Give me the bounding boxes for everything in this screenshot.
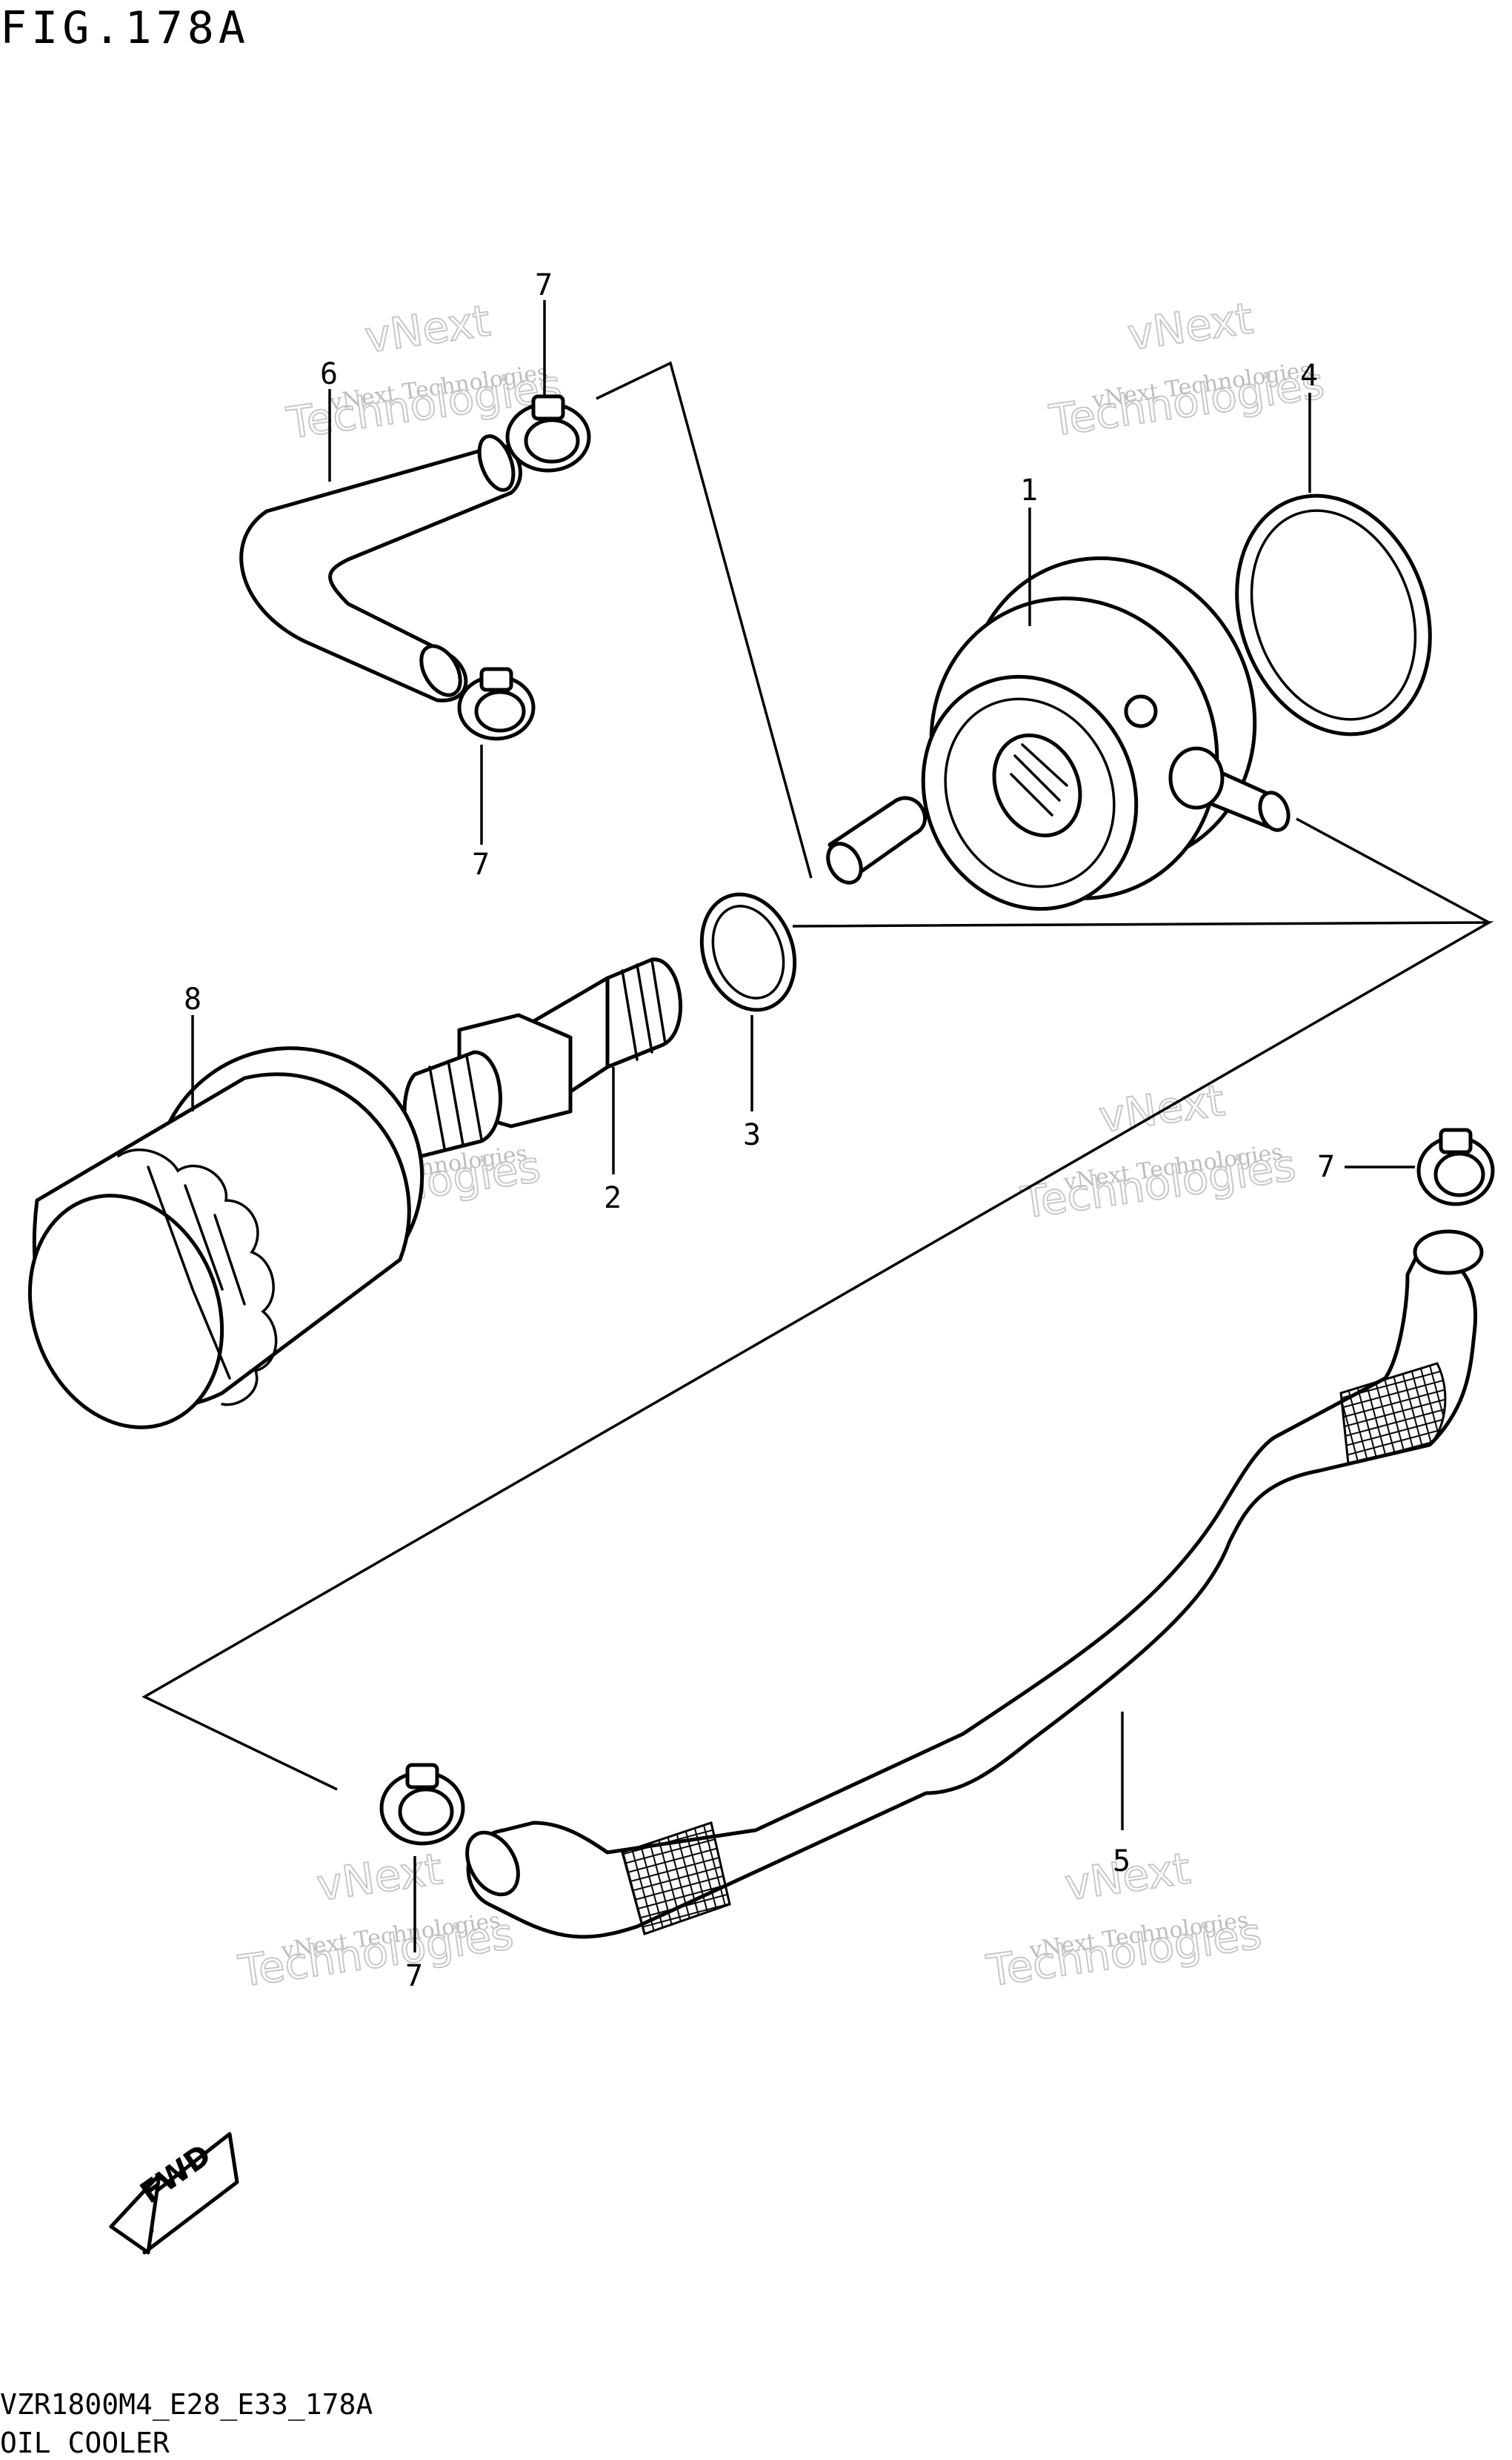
callout-part-7-right: 7 <box>1317 1150 1335 1184</box>
section-name: OIL COOLER <box>0 2427 170 2459</box>
hose-clamp-right <box>1416 1128 1495 1206</box>
callout-part-7-bottom: 7 <box>405 1959 423 1993</box>
callout-part-7-top: 7 <box>535 268 553 302</box>
callout-part-6: 6 <box>320 357 338 391</box>
o-ring-large <box>1235 493 1432 737</box>
oil-cooler <box>826 556 1290 911</box>
callout-part-8: 8 <box>184 983 202 1017</box>
callout-part-7-left: 7 <box>472 848 490 882</box>
figure-title: FIG.178A <box>0 2 250 54</box>
svg-text:Technologies: Technologies <box>236 1908 516 1996</box>
svg-text:vNext: vNext <box>362 296 493 363</box>
leader-lines <box>191 300 1415 1952</box>
assembly-lines <box>141 361 1494 1791</box>
lower-hose <box>465 1229 1484 1939</box>
hose-clamp-left <box>457 667 536 741</box>
callout-part-4: 4 <box>1300 359 1318 393</box>
upper-hose <box>239 434 522 702</box>
watermark-middle-right: vNext vNext Technologies Technologies <box>1017 1074 1299 1229</box>
gasket <box>699 892 797 1012</box>
callout-part-1: 1 <box>1020 473 1038 508</box>
diagram-code: VZR1800M4_E28_E33_178A <box>0 2388 373 2421</box>
svg-text:vNext: vNext <box>314 1844 445 1911</box>
union-bolt <box>402 957 682 1158</box>
watermark-top-right: vNext vNext Technologies Technologies <box>1045 292 1328 447</box>
svg-text:Technologies: Technologies <box>984 1908 1265 1996</box>
svg-text:Technologies: Technologies <box>1018 1140 1299 1228</box>
forward-direction-arrow-icon: FWD <box>109 2132 239 2255</box>
svg-text:Technologies: Technologies <box>1046 358 1327 446</box>
svg-text:vNext: vNext <box>1125 293 1256 360</box>
hose-clamp-top <box>505 394 591 473</box>
callout-part-2: 2 <box>604 1181 622 1215</box>
callout-part-5: 5 <box>1113 1844 1130 1878</box>
callout-part-3: 3 <box>743 1118 761 1152</box>
hose-clamp-bottom <box>379 1763 465 1846</box>
oil-filter <box>27 1046 424 1429</box>
